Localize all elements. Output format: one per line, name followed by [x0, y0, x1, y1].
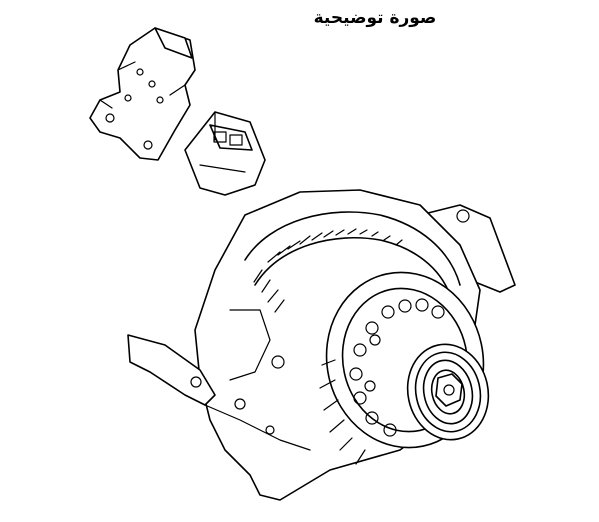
pulley-nut — [435, 373, 463, 407]
diagram-caption: صورة توضيحية — [313, 8, 437, 28]
front-vent-holes — [349, 298, 445, 437]
regulator-bracket — [89, 27, 196, 161]
drive-pulley — [406, 343, 490, 441]
brush-holder-connector — [184, 111, 266, 196]
cooling-slots — [253, 228, 403, 313]
